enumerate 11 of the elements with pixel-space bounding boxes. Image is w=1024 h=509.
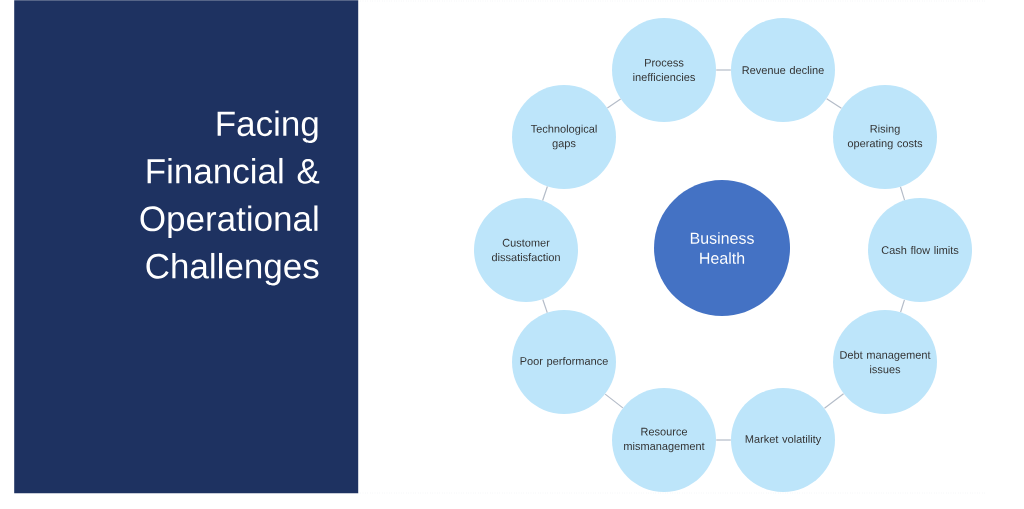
- connector-line: [826, 98, 842, 109]
- connector-line: [542, 185, 548, 202]
- connector-line: [715, 439, 732, 441]
- connector-line: [823, 393, 845, 409]
- connector-line: [606, 98, 622, 109]
- connector-line: [604, 393, 624, 409]
- connector-line: [542, 298, 548, 314]
- connector-line: [900, 299, 906, 313]
- connector-line: [899, 186, 906, 201]
- connector-line: [715, 69, 732, 71]
- slide-title: Facing Financial & Operational Challenges: [140, 110, 320, 286]
